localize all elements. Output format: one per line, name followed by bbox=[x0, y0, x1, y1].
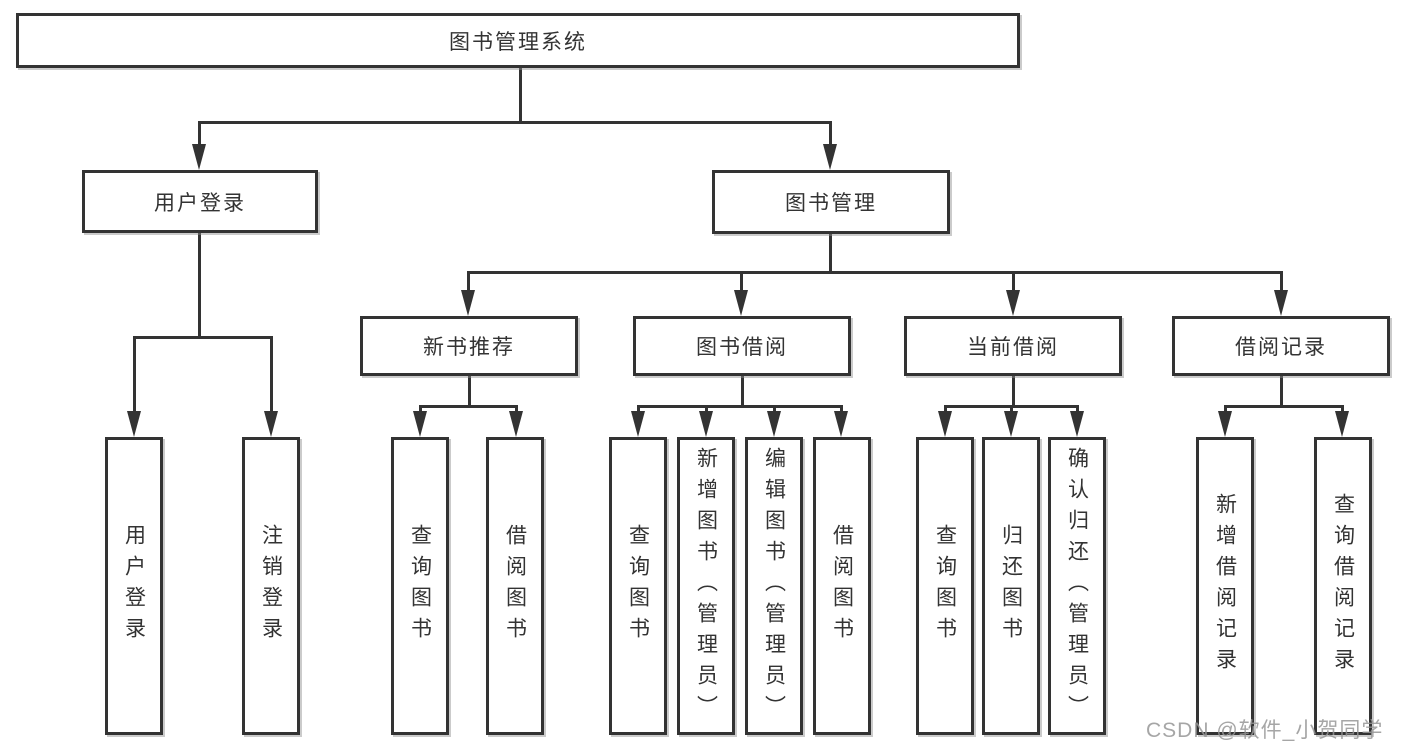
connector-line bbox=[1341, 405, 1344, 415]
leaf-records-add: 新增借阅记录 bbox=[1196, 437, 1254, 735]
node-book-mgmt-branch: 图书管理 bbox=[712, 170, 950, 234]
leaf-logout: 注销登录 bbox=[242, 437, 300, 735]
arrowhead-down-icon bbox=[127, 411, 141, 437]
leaf-newbook-query: 查询图书 bbox=[391, 437, 449, 735]
node-current-borrow: 当前借阅 bbox=[904, 316, 1122, 376]
connector-line bbox=[419, 405, 518, 408]
leaf-records-query: 查询借阅记录 bbox=[1314, 437, 1372, 735]
connector-line bbox=[1280, 376, 1283, 408]
connector-line bbox=[1012, 271, 1015, 293]
leaf-user-login: 用户登录 bbox=[105, 437, 163, 735]
connector-line bbox=[944, 405, 947, 415]
arrowhead-down-icon bbox=[1004, 411, 1018, 437]
arrowhead-down-icon bbox=[1274, 290, 1288, 316]
connector-line bbox=[637, 405, 843, 408]
connector-line bbox=[467, 271, 1283, 274]
connector-line bbox=[1012, 376, 1015, 408]
arrowhead-down-icon bbox=[938, 411, 952, 437]
leaf-borrow-add-admin: 新增图书（管理员） bbox=[677, 437, 735, 735]
arrowhead-down-icon bbox=[413, 411, 427, 437]
connector-line bbox=[705, 405, 708, 415]
arrowhead-down-icon bbox=[823, 144, 837, 170]
arrowhead-down-icon bbox=[192, 144, 206, 170]
arrowhead-down-icon bbox=[834, 411, 848, 437]
arrowhead-down-icon bbox=[509, 411, 523, 437]
connector-line bbox=[515, 405, 518, 415]
connector-line bbox=[467, 271, 470, 293]
connector-line bbox=[198, 121, 832, 124]
connector-line bbox=[840, 405, 843, 415]
connector-line bbox=[1280, 271, 1283, 293]
arrowhead-down-icon bbox=[461, 290, 475, 316]
arrowhead-down-icon bbox=[767, 411, 781, 437]
connector-line bbox=[637, 405, 640, 415]
leaf-borrow-query: 查询图书 bbox=[609, 437, 667, 735]
connector-line bbox=[1224, 405, 1227, 415]
connector-line bbox=[741, 376, 744, 408]
arrowhead-down-icon bbox=[631, 411, 645, 437]
arrowhead-down-icon bbox=[1006, 290, 1020, 316]
node-book-borrow: 图书借阅 bbox=[633, 316, 851, 376]
connector-line bbox=[270, 336, 273, 414]
leaf-borrow-borrow: 借阅图书 bbox=[813, 437, 871, 735]
connector-line bbox=[198, 233, 201, 339]
connector-line bbox=[133, 336, 273, 339]
leaf-current-query: 查询图书 bbox=[916, 437, 974, 735]
leaf-current-confirm-admin: 确认归还（管理员） bbox=[1048, 437, 1106, 735]
arrowhead-down-icon bbox=[1070, 411, 1084, 437]
arrowhead-down-icon bbox=[699, 411, 713, 437]
connector-line bbox=[773, 405, 776, 415]
watermark-text: CSDN @软件_小贺同学 bbox=[1146, 719, 1384, 742]
node-new-book-rec: 新书推荐 bbox=[360, 316, 578, 376]
node-root-system: 图书管理系统 bbox=[16, 13, 1020, 68]
connector-line bbox=[829, 234, 832, 274]
arrowhead-down-icon bbox=[1335, 411, 1349, 437]
connector-line bbox=[1076, 405, 1079, 415]
leaf-current-return: 归还图书 bbox=[982, 437, 1040, 735]
node-borrow-records: 借阅记录 bbox=[1172, 316, 1390, 376]
connector-line bbox=[1010, 405, 1013, 415]
connector-line bbox=[1224, 405, 1344, 408]
connector-line bbox=[419, 405, 422, 415]
node-user-login-branch: 用户登录 bbox=[82, 170, 318, 233]
connector-line bbox=[740, 271, 743, 293]
arrowhead-down-icon bbox=[1218, 411, 1232, 437]
connector-line bbox=[829, 121, 832, 151]
leaf-borrow-edit-admin: 编辑图书（管理员） bbox=[745, 437, 803, 735]
arrowhead-down-icon bbox=[264, 411, 278, 437]
connector-line bbox=[519, 68, 522, 124]
arrowhead-down-icon bbox=[734, 290, 748, 316]
connector-line bbox=[468, 376, 471, 408]
connector-line bbox=[198, 121, 201, 151]
connector-line bbox=[133, 336, 136, 414]
leaf-newbook-borrow: 借阅图书 bbox=[486, 437, 544, 735]
